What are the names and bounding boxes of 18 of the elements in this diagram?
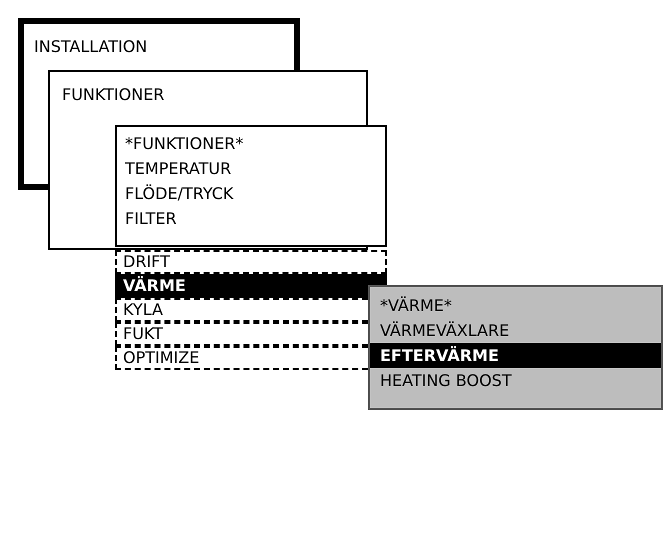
menu-item: KYLA	[115, 298, 368, 322]
menu-panel	[115, 125, 387, 247]
menu-heading: *FUNKTIONER*	[125, 133, 244, 155]
menu-heading: *VÄRME*	[379, 295, 453, 317]
menu-item: TEMPERATUR	[125, 158, 232, 180]
menu-item: VÄRMEVÄXLARE	[379, 320, 510, 342]
menu-item: FLÖDE/TRYCK	[125, 183, 234, 205]
menu-window	[18, 18, 300, 71]
menu-item: FILTER	[125, 208, 178, 230]
submenu	[368, 285, 663, 410]
menu-item: DRIFT	[115, 250, 387, 274]
menu-item: FUKT	[115, 322, 368, 346]
menu-item: OPTIMIZE	[115, 346, 368, 370]
selected-menu-item: VÄRME	[115, 274, 387, 298]
menu-item: HEATING BOOST	[379, 370, 513, 392]
window-title: INSTALLATION	[34, 36, 148, 58]
window-title: FUNKTIONER	[62, 84, 166, 106]
selected-menu-item: EFTERVÄRME	[370, 343, 661, 368]
